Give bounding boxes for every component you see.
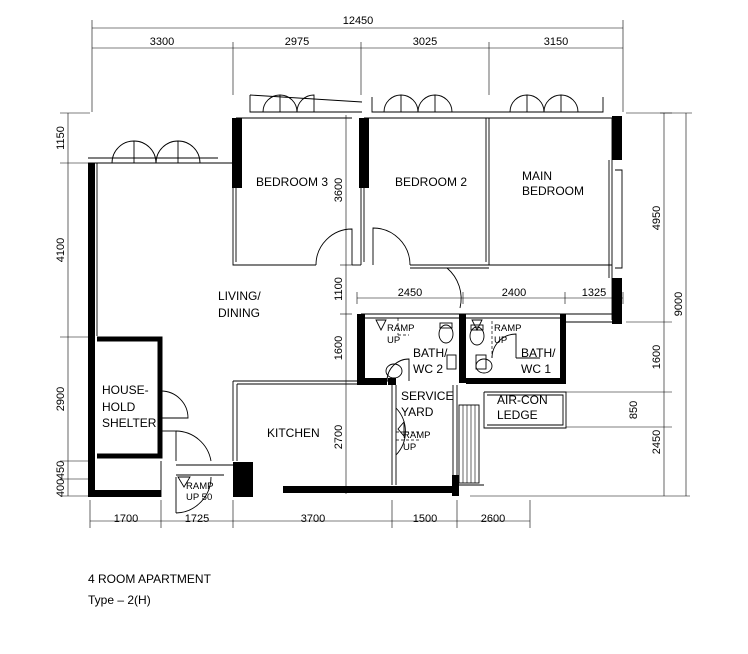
dim-bottom-1: 1700 [114, 513, 138, 525]
label-ramp-bath-2-2: UP [387, 335, 400, 346]
label-ramp-entrance-1: RAMP [186, 481, 213, 492]
ramp-labels: RAMP UP RAMP UP RAMP UP RAMP UP 50 [186, 323, 521, 503]
label-ramp-bath-1-1: RAMP [494, 323, 521, 334]
dim-interior-h-3: 1325 [582, 287, 606, 299]
dim-right-2: 1600 [651, 345, 663, 369]
label-living-1: LIVING/ [218, 289, 261, 303]
dim-right-4: 2450 [651, 430, 663, 454]
dim-top-2: 2975 [285, 36, 309, 48]
dim-interior-h-1: 2450 [398, 287, 422, 299]
dim-left-5: 400 [55, 479, 67, 497]
label-bath-2-1: BATH/ [413, 346, 448, 360]
label-service-yard-2: YARD [401, 405, 434, 419]
label-ramp-entrance-2: UP 50 [186, 492, 212, 503]
dim-top-4: 3150 [544, 36, 568, 48]
label-main-bedroom-1: MAIN [522, 169, 552, 183]
label-ramp-bath-2-1: RAMP [387, 323, 414, 334]
dim-left-1: 1150 [55, 126, 67, 150]
label-household-3: SHELTER [102, 416, 157, 430]
label-bath-2-2: WC 2 [413, 362, 443, 376]
dim-left-3: 2900 [55, 387, 67, 411]
label-kitchen: KITCHEN [267, 426, 320, 440]
label-aircon-2: LEDGE [497, 408, 538, 422]
dimension-lines [60, 20, 692, 528]
label-service-yard-1: SERVICE [401, 389, 453, 403]
dim-left-4: 450 [55, 461, 67, 479]
dim-interior-v-2: 1100 [333, 277, 345, 301]
dim-interior-v-1: 3600 [333, 178, 345, 202]
dim-bottom-5: 2600 [481, 513, 505, 525]
doors-windows [111, 94, 579, 514]
dim-interior-v-3: 1600 [333, 336, 345, 360]
label-household-2: HOLD [102, 400, 136, 414]
plan-type: Type – 2(H) [88, 593, 151, 607]
label-household-1: HOUSE- [102, 383, 149, 397]
label-main-bedroom-2: BEDROOM [522, 184, 584, 198]
room-labels: BEDROOM 3 BEDROOM 2 MAIN BEDROOM LIVING/… [102, 169, 584, 440]
dim-top-3: 3025 [413, 36, 437, 48]
label-ramp-service-2: UP [403, 442, 416, 453]
label-bath-1-1: BATH/ [521, 346, 556, 360]
room-outlines [88, 94, 623, 497]
dim-total-width: 12450 [343, 15, 374, 27]
label-ramp-service-1: RAMP [403, 430, 430, 441]
label-bedroom-3: BEDROOM 3 [256, 175, 328, 189]
dim-bottom-2: 1725 [185, 513, 209, 525]
dim-right-3: 850 [628, 401, 640, 419]
label-bath-1-2: WC 1 [521, 362, 551, 376]
dim-interior-h-2: 2400 [502, 287, 526, 299]
dim-left-2: 4100 [55, 238, 67, 262]
dim-bottom-3: 3700 [301, 513, 325, 525]
label-aircon-1: AIR-CON [497, 393, 548, 407]
dim-interior-v-4: 2700 [333, 425, 345, 449]
label-living-2: DINING [218, 306, 260, 320]
label-bedroom-2: BEDROOM 2 [395, 175, 467, 189]
dim-right-overall: 9000 [673, 292, 685, 316]
label-ramp-bath-1-2: UP [494, 335, 507, 346]
dim-top-1: 3300 [150, 36, 174, 48]
dim-bottom-4: 1500 [413, 513, 437, 525]
plan-title: 4 ROOM APARTMENT [88, 572, 212, 586]
dim-right-1: 4950 [651, 206, 663, 230]
fixtures [177, 319, 493, 488]
